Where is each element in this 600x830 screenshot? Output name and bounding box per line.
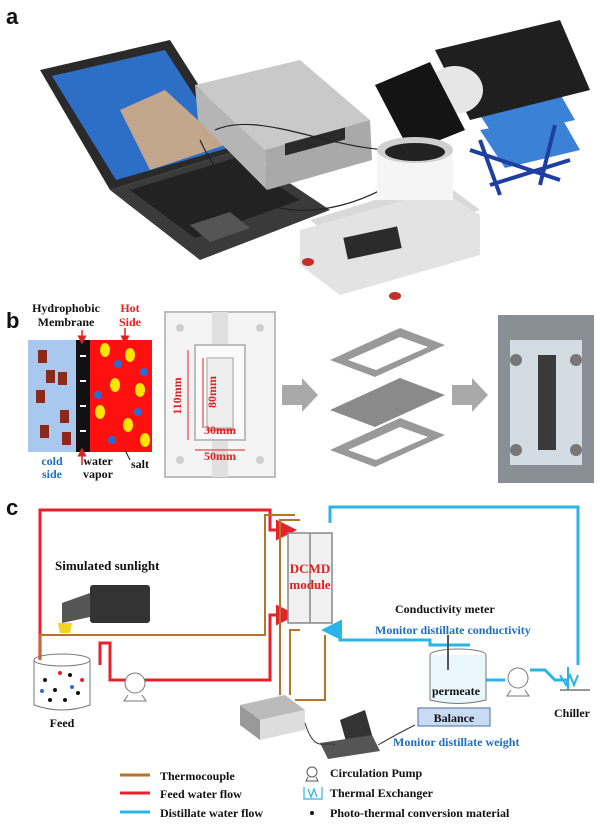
module-photo	[498, 315, 594, 483]
balance-box	[417, 707, 491, 727]
dcmd-module-label: module	[289, 577, 330, 592]
thermocouple-line-4	[295, 635, 326, 701]
legend-distillate-flow: Distillate water flow	[160, 806, 264, 820]
balance-label: Balance	[434, 711, 475, 725]
dim-110: 110mm	[170, 377, 184, 414]
dim-50: 50mm	[204, 449, 236, 463]
feed-label: Feed	[50, 716, 75, 730]
thermal-exchanger-icon	[559, 667, 590, 691]
feed-beaker	[33, 653, 91, 711]
vapor-label: vapor	[83, 467, 114, 481]
legend-photo-thermal: Photo-thermal conversion material	[330, 806, 510, 820]
module-plate	[164, 311, 276, 478]
salt-label: salt	[131, 457, 149, 471]
cold-side-label: side	[42, 467, 63, 481]
permeate-label: permeate	[432, 684, 481, 698]
distillate-line-top	[328, 505, 580, 665]
thermocouple-line-3	[289, 629, 300, 695]
sunlight-lamp	[58, 585, 150, 633]
monitor-weight-label: Monitor distillate weight	[393, 735, 519, 749]
balance	[300, 137, 480, 300]
monitor-conductivity-label: Monitor distillate conductivity	[375, 623, 531, 637]
panel-b-label: b	[6, 308, 20, 333]
panel-c-diagram: DCMD module Simulated sunlight Feed perm…	[33, 505, 591, 759]
distillate-pump-icon	[506, 667, 530, 697]
panel-b-illustration: Hydrophobic Membrane Hot Side cold side …	[28, 301, 594, 483]
laptop-small	[320, 710, 380, 759]
legend-circulation-pump: Circulation Pump	[330, 766, 423, 780]
legend-pump-icon	[305, 766, 319, 782]
water-label: water	[83, 454, 113, 468]
conductivity-meter-label: Conductivity meter	[395, 602, 495, 616]
feed-line-top	[38, 508, 297, 660]
arrow-right-1	[282, 378, 318, 412]
dim-80: 80mm	[205, 376, 219, 408]
membrane-schematic	[28, 328, 152, 465]
permeate-beaker	[429, 635, 487, 704]
arrow-right-2	[452, 378, 488, 412]
legend-thermal-exchanger: Thermal Exchanger	[330, 786, 433, 800]
feed-pump-icon	[123, 672, 147, 702]
simulated-sunlight-label: Simulated sunlight	[55, 558, 160, 573]
dcmd-label: DCMD	[290, 561, 330, 576]
distillate-line-return	[321, 619, 470, 647]
lamp-housing	[375, 20, 590, 152]
exploded-layers	[330, 328, 445, 467]
thermocouple-line-1	[39, 514, 295, 660]
feed-line-bottom	[98, 604, 297, 682]
cold-label: cold	[41, 454, 63, 468]
panel-a-label: a	[6, 4, 19, 29]
hydrophobic-label: Hydrophobic	[32, 301, 100, 315]
legend-thermocouple: Thermocouple	[160, 769, 235, 783]
chiller-label: Chiller	[554, 706, 591, 720]
legend-exchanger-icon	[303, 787, 323, 800]
dim-30: 30mm	[204, 423, 236, 437]
distillate-line-chiller	[530, 668, 568, 682]
legend-dot-icon	[310, 811, 314, 815]
thermocouple-line-2	[279, 519, 300, 695]
controller-box	[195, 60, 372, 190]
temperature-controller	[240, 695, 305, 740]
side-label: Side	[119, 315, 142, 329]
legend-symbols	[120, 766, 323, 815]
panel-c-label: c	[6, 495, 19, 520]
legend-feed-flow: Feed water flow	[160, 787, 242, 801]
panel-a-illustration	[40, 20, 590, 300]
membrane-label: Membrane	[38, 315, 95, 329]
hot-label: Hot	[120, 301, 139, 315]
